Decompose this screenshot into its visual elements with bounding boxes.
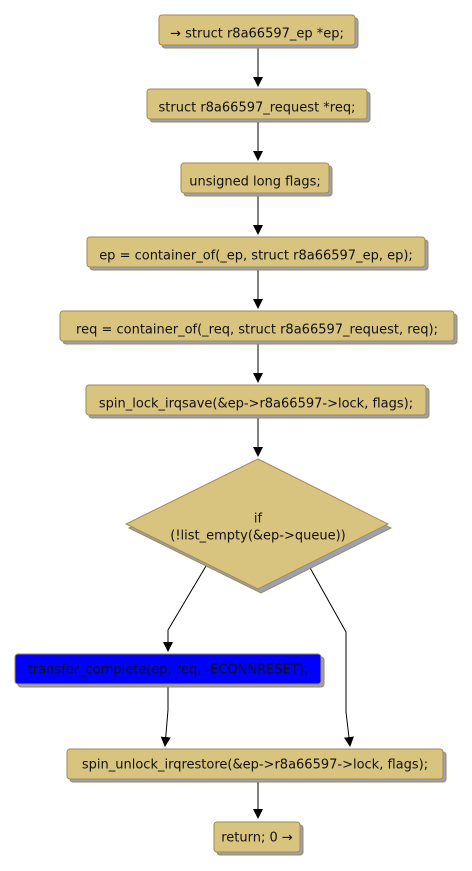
node-assign-req: req = container_of(_req, struct r8a66597… (59, 310, 458, 345)
node-spin-lock: spin_lock_irqsave(&ep->r8a66597->lock, f… (85, 384, 430, 419)
node-declare-req: struct r8a66597_request *req; (146, 88, 371, 123)
node-transfer-complete-label: transfer_complete(ep, req, -ECONNRESET); (28, 663, 309, 678)
node-return-label: return; 0 → (221, 831, 293, 846)
node-declare-req-label: struct r8a66597_request *req; (158, 101, 355, 116)
node-if-decision: if (!list_empty(&ep->queue)) (124, 458, 393, 594)
node-assign-req-label: req = container_of(_req, struct r8a66597… (76, 323, 438, 338)
node-assign-ep-label: ep = container_of(_ep, struct r8a66597_e… (99, 249, 413, 264)
node-spin-lock-label: spin_lock_irqsave(&ep->r8a66597->lock, f… (99, 397, 413, 412)
edge-7-9 (308, 565, 354, 747)
edge-7-8 (163, 565, 207, 652)
node-declare-flags: unsigned long flags; (180, 162, 333, 197)
edge-8-9 (160, 684, 171, 747)
node-spin-unlock: spin_unlock_irqrestore(&ep->r8a66597->lo… (66, 748, 447, 783)
node-declare-flags-label: unsigned long flags; (189, 175, 321, 190)
node-assign-ep: ep = container_of(_ep, struct r8a66597_e… (86, 236, 429, 271)
node-if-label-line1: if (254, 512, 263, 527)
node-return: return; 0 → (213, 821, 304, 856)
node-declare-ep: → struct r8a66597_ep *ep; (158, 14, 359, 49)
node-transfer-complete: transfer_complete(ep, req, -ECONNRESET); (14, 653, 325, 688)
edges (160, 45, 354, 819)
node-spin-unlock-label: spin_unlock_irqrestore(&ep->r8a66597->lo… (82, 758, 428, 773)
node-declare-ep-label: → struct r8a66597_ep *ep; (170, 27, 344, 42)
node-if-label-line2: (!list_empty(&ep->queue)) (170, 529, 346, 544)
